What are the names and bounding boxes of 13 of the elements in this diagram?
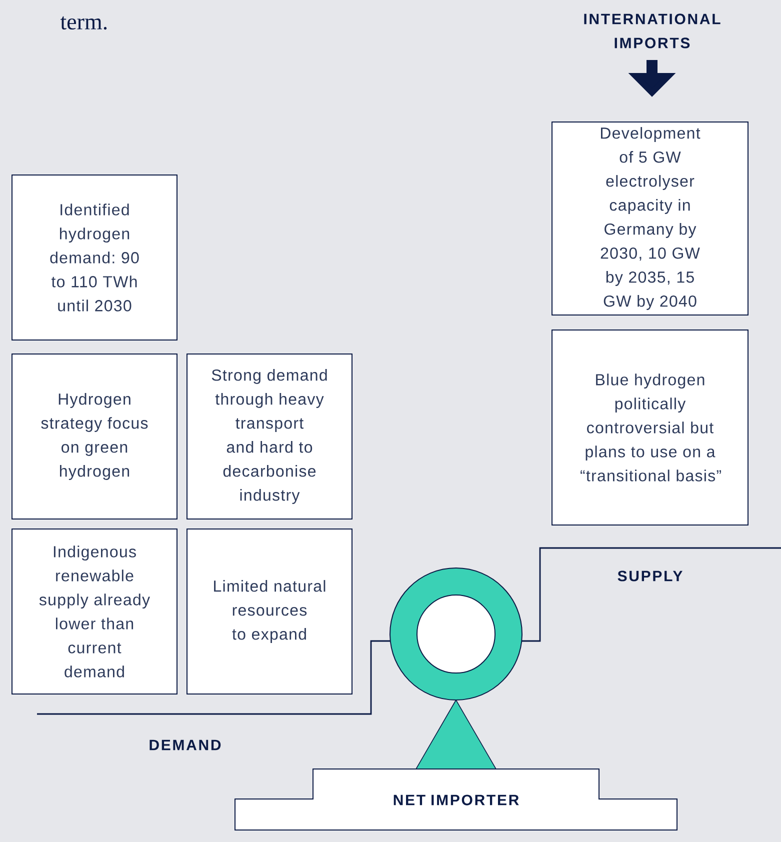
balance-drawing xyxy=(390,568,522,770)
section-label: DEMAND xyxy=(150,740,221,750)
text-box: Strong demand through heavy transport and hard to decarbonise industry xyxy=(186,354,352,520)
paragraph-text: term. xyxy=(60,16,107,30)
text-box: Development of 5 GW electrolyser capacity in Germany by 2030, 10 GW by 2035, 15 GW by 2040 xyxy=(552,122,748,316)
section-label: INTERNATIONAL IMPORTS xyxy=(584,14,720,48)
section-label: SUPPLY xyxy=(618,570,682,582)
podium: NET IMPORTER xyxy=(234,768,678,830)
text-box: Indigenous renewable supply already lower than current demand xyxy=(12,528,178,694)
text-box: Blue hydrogen politically controversial but plans to use on a “transitional basis” xyxy=(552,330,748,526)
text-box: Hydrogen strategy focus on green hydrogen xyxy=(12,354,178,520)
text-box: Identified hydrogen demand: 90 to 110 TWh until 2030 xyxy=(12,174,178,340)
text-box: Limited natural resources to expand xyxy=(186,528,352,694)
